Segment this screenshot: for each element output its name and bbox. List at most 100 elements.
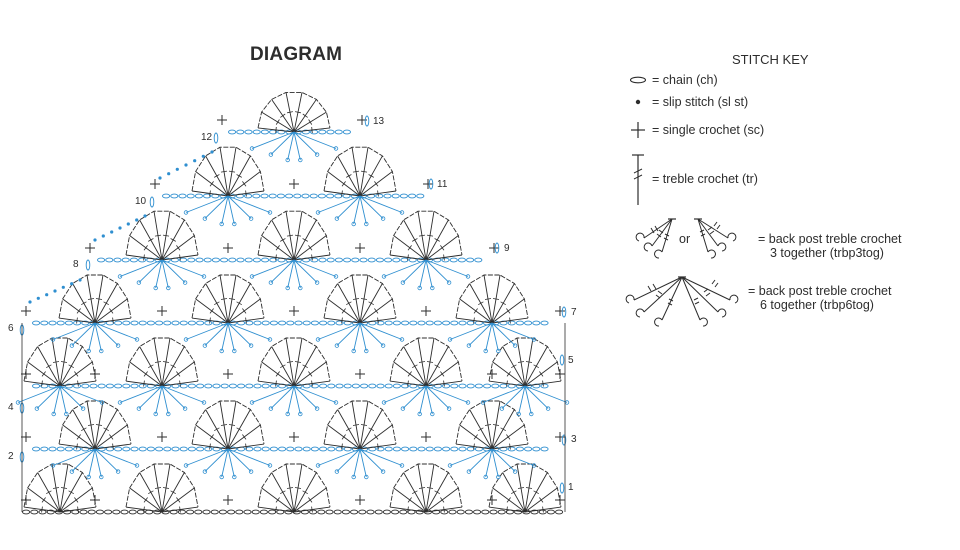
chain-row	[474, 383, 483, 389]
back-post-cluster-post	[447, 337, 453, 342]
back-post-cluster-post	[531, 337, 537, 342]
foundation-chain	[382, 509, 391, 515]
back-post-cluster-post	[219, 348, 224, 354]
foundation-chain	[333, 509, 342, 515]
foundation-chain	[104, 509, 113, 515]
stitch-fan-treble-tick	[275, 506, 277, 513]
stitch-fan-treble-tick	[434, 238, 440, 242]
turning-chain	[85, 259, 91, 271]
single-crochet-stitch	[289, 179, 299, 189]
stitch-fan-treble-tick	[245, 443, 247, 450]
chain-row	[179, 383, 188, 389]
stitch-fan-treble-tick	[87, 424, 95, 426]
back-post-cluster	[204, 195, 229, 219]
back-post-cluster-post	[232, 221, 237, 227]
chain-row	[474, 257, 483, 263]
back-post-cluster-post	[466, 469, 472, 474]
chain-row	[244, 193, 253, 199]
chain-row	[319, 320, 328, 326]
chain-row	[81, 320, 90, 326]
single-crochet-stitch	[289, 432, 299, 442]
stitch-fan-treble-tick	[143, 506, 145, 513]
chain-row	[401, 383, 410, 389]
stitch-fan-treble-tick	[148, 364, 154, 369]
chain-row	[278, 320, 287, 326]
chain-row	[195, 257, 204, 263]
row-number-6: 6	[8, 323, 14, 334]
back-post-cluster	[449, 322, 493, 340]
back-post-cluster	[425, 385, 433, 415]
back-post-cluster	[359, 322, 384, 346]
back-post-cluster	[293, 131, 318, 155]
chain-row	[450, 383, 459, 389]
stitch-fan-arc	[125, 463, 199, 508]
single-crochet-stitch	[21, 306, 31, 316]
slip-stitch-dot	[118, 226, 122, 230]
stitch-fan-treble-tick	[162, 234, 170, 237]
foundation-chain	[268, 509, 277, 515]
stitch-fan-treble-tick	[418, 487, 426, 489]
foundation-chain	[481, 509, 490, 515]
stitch-fan-treble-tick	[52, 361, 60, 363]
slip-stitch-icon	[635, 99, 641, 105]
stitch-fan-treble-tick	[492, 424, 500, 426]
stitch-fan-arc	[389, 337, 463, 382]
stitch-fan-treble-tick	[214, 174, 220, 178]
back-post-cluster-post	[465, 274, 471, 279]
stitch-fan-treble-tick	[341, 317, 343, 324]
diagram-title: DIAGRAM	[250, 44, 343, 65]
stitch-fan-treble-tick	[506, 371, 511, 377]
chain-icon	[629, 76, 647, 84]
key-label-trbp6tog-line1: = back post treble crochet	[748, 284, 892, 298]
back-post-cluster	[336, 322, 361, 346]
foundation-chain	[399, 509, 408, 515]
stitch-fan-treble-tick	[341, 434, 346, 440]
chain-row	[40, 320, 49, 326]
back-post-cluster-post	[136, 406, 142, 411]
stitch-fan-treble-tick	[154, 361, 162, 363]
stitch-fan-treble-tick	[176, 245, 181, 251]
back-post-cluster-post	[529, 411, 534, 417]
back-post-cluster	[468, 448, 493, 472]
stitch-fan-treble-tick	[170, 364, 176, 369]
turning-chain	[149, 196, 155, 208]
back-post-cluster-post	[268, 280, 274, 285]
back-post-cluster-post	[50, 463, 56, 468]
chain-row	[253, 446, 262, 452]
chain-row	[310, 446, 319, 452]
back-post-cluster-post	[512, 469, 518, 474]
back-post-cluster-post	[531, 463, 537, 468]
back-post-cluster	[94, 322, 138, 340]
back-post-cluster	[449, 448, 493, 466]
chain-row	[335, 383, 344, 389]
back-post-cluster	[359, 195, 367, 225]
stitch-fan-treble-tick	[143, 497, 148, 503]
back-post-cluster-post	[417, 411, 422, 417]
back-post-cluster-post	[333, 146, 339, 151]
chain-row	[384, 446, 393, 452]
chain-row	[203, 257, 212, 263]
back-post-cluster	[185, 322, 229, 340]
single-crochet-stitch	[85, 243, 95, 253]
chain-row	[342, 129, 351, 135]
chain-row	[417, 446, 426, 452]
back-post-cluster-post	[446, 280, 452, 285]
back-post-cluster	[293, 131, 337, 149]
back-post-cluster-post	[219, 474, 224, 480]
back-post-cluster-post	[381, 400, 387, 405]
chain-row	[170, 193, 179, 199]
stitch-fan-treble-tick	[294, 487, 302, 489]
chain-row	[383, 193, 392, 199]
chain-row	[442, 383, 451, 389]
chain-row	[392, 320, 401, 326]
back-post-cluster	[425, 259, 469, 277]
chain-row	[269, 129, 278, 135]
back-post-cluster-post	[64, 411, 69, 417]
stitch-fan-treble-tick	[179, 506, 181, 513]
foundation-chain	[464, 509, 473, 515]
chain-row	[317, 193, 326, 199]
slip-stitch-dot	[167, 172, 171, 176]
back-post-cluster-post	[267, 463, 273, 468]
back-post-cluster	[221, 195, 229, 225]
back-post-cluster-post	[285, 157, 290, 163]
